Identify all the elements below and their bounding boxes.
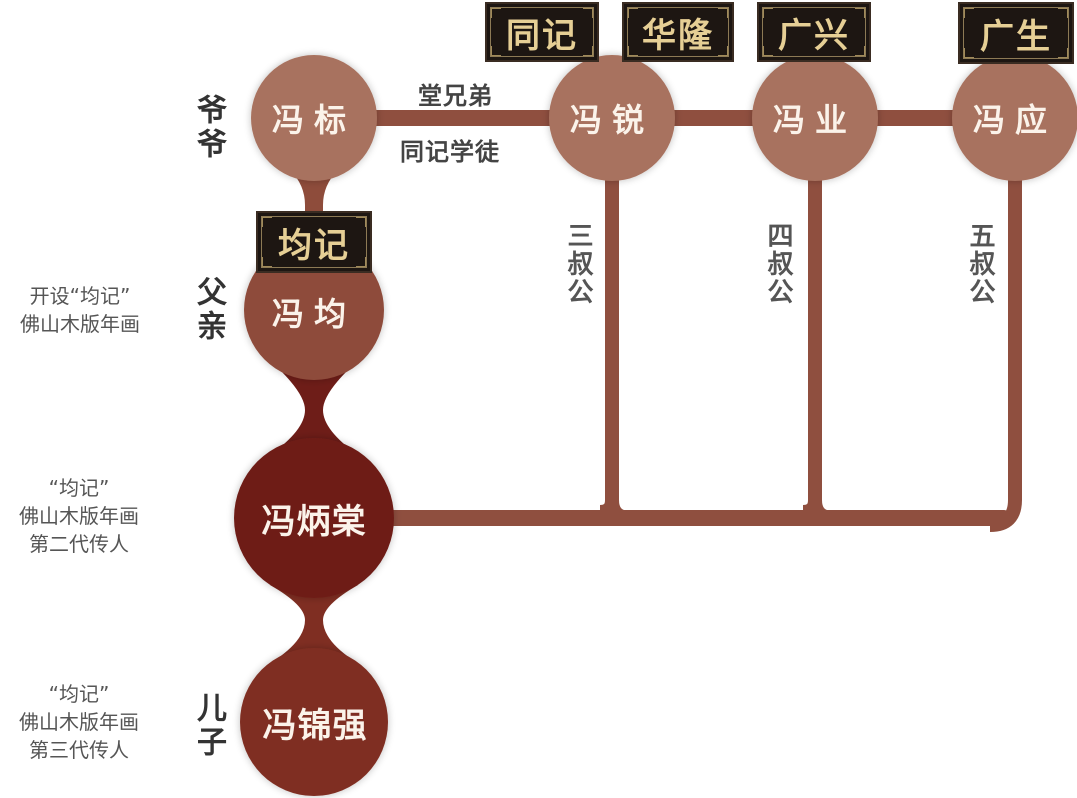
note-father-line1: 开设“均记” <box>29 284 131 308</box>
plaque-guangsheng-text: 广生 <box>980 16 1052 57</box>
plaque-junji-text: 均记 <box>278 225 350 266</box>
uncle4-name: 冯业 <box>772 101 857 139</box>
note-self-line2: 佛山木版年画 <box>19 504 139 528</box>
plaque-hualong-text: 华隆 <box>642 15 714 56</box>
note-father-line2: 佛山木版年画 <box>20 312 140 336</box>
plaque-junji: 均记 <box>256 211 372 273</box>
role-grandfather: 爷爷 <box>191 94 226 162</box>
note-self-line1: “均记” <box>48 476 110 500</box>
note-self: “均记” 佛山木版年画 第二代传人 <box>0 474 158 558</box>
node-father <box>244 240 384 380</box>
note-son-line3: 第三代传人 <box>29 738 129 762</box>
role-uncle5: 五叔公 <box>965 222 995 306</box>
node-grandfather <box>251 55 377 181</box>
role-uncle4: 四叔公 <box>763 222 793 306</box>
node-uncle5 <box>952 55 1077 181</box>
relation-tongji-apprentice: 同记学徒 <box>400 138 500 166</box>
note-self-line3: 第二代传人 <box>29 532 129 556</box>
grandfather-name: 冯标 <box>271 101 356 139</box>
note-son: “均记” 佛山木版年画 第三代传人 <box>0 680 158 764</box>
node-self <box>234 438 394 598</box>
uncle-connector-lines <box>599 170 1022 532</box>
uncle5-name: 冯应 <box>972 101 1057 139</box>
stem-self-son <box>270 585 358 660</box>
plaque-guangsheng: 广生 <box>958 2 1074 64</box>
father-name: 冯均 <box>271 295 356 333</box>
stem-grandfather-father <box>290 170 338 230</box>
role-uncle3: 三叔公 <box>563 222 593 306</box>
stem-father-self <box>270 370 358 455</box>
plaque-tongji-text: 同记 <box>506 15 578 56</box>
role-father: 父亲 <box>191 276 226 344</box>
node-son <box>240 648 388 796</box>
note-son-line1: “均记” <box>48 682 110 706</box>
relation-cousins: 堂兄弟 <box>418 82 493 110</box>
plaque-hualong: 华隆 <box>622 2 734 62</box>
self-name: 冯炳棠 <box>261 501 367 542</box>
node-uncle4 <box>752 55 878 181</box>
node-uncle3 <box>549 55 675 181</box>
plaque-guangxing-text: 广兴 <box>778 15 850 56</box>
note-son-line2: 佛山木版年画 <box>19 710 139 734</box>
role-son: 儿子 <box>191 692 226 760</box>
connector-grandfather-uncle3 <box>370 110 560 126</box>
connector-uncle3-uncle4 <box>670 110 760 126</box>
connector-bottom-horizontal <box>385 510 1010 526</box>
son-name: 冯锦强 <box>262 705 368 746</box>
connector-uncle4-uncle5 <box>872 110 962 126</box>
plaque-guangxing: 广兴 <box>757 2 871 62</box>
note-father: 开设“均记” 佛山木版年画 <box>0 282 160 338</box>
plaque-tongji: 同记 <box>485 2 599 62</box>
uncle3-name: 冯锐 <box>569 101 654 139</box>
